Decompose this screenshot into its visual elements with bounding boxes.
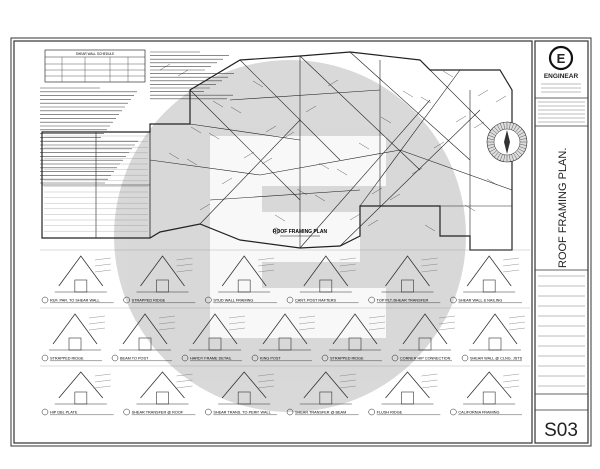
plan-label-text: ROOF FRAMING PLAN xyxy=(273,229,328,235)
detail-details_row3-4: FLUSH RIDGE xyxy=(368,371,441,416)
detail-title: BEAM TO POST xyxy=(120,357,149,361)
detail-title: CALIFORNIA FRAMING xyxy=(458,411,499,415)
firm-logo xyxy=(548,45,574,71)
detail-title: HARDY FRAME DETAIL xyxy=(190,357,232,361)
detail-details_row3-0: HIP DBL PLATE xyxy=(41,371,114,416)
detail-details_row2-4: STRAPPED RIDGE xyxy=(321,313,386,362)
detail-details_row3-1: SHEAR TRANSFER @ ROOF xyxy=(123,371,196,416)
detail-details_row2-6: SHEAR WALL @ CLNG. JSTS xyxy=(461,313,526,362)
detail-title: STRAPPED RIDGE xyxy=(330,357,364,361)
detail-title: SHEAR TRANSFER @ BEAM xyxy=(295,411,346,415)
title-block: E ENGINEAR ROOF FRAMING PLAN. S03 xyxy=(535,45,588,441)
detail-details_row1-4: TOP PLT./SHEAR TRANSFER xyxy=(368,255,441,304)
detail-title: KING POST xyxy=(260,357,281,361)
detail-details_row1-3: CANT. POST RAFTERS xyxy=(286,255,359,304)
detail-title: CANT. POST RAFTERS xyxy=(295,299,337,303)
general-notes: SHEAR WALL SCHEDULE xyxy=(40,49,234,184)
detail-title: SHEAR WALL @ CLNG. JSTS xyxy=(470,357,523,361)
detail-title: FLUSH RIDGE xyxy=(377,411,403,415)
detail-details_row2-1: BEAM TO POST xyxy=(111,313,176,362)
detail-details_row1-5: SHEAR WALL & NAILING xyxy=(450,255,522,304)
sheet-vertical-title: ROOF FRAMING PLAN. xyxy=(557,148,569,268)
detail-title: RUF. PAR. TO SHEAR WALL xyxy=(50,299,100,303)
north-arrow xyxy=(486,121,528,163)
firm-name: ENGINEAR xyxy=(544,73,579,80)
detail-title: TOP PLT./SHEAR TRANSFER xyxy=(377,299,429,303)
detail-details_row1-0: RUF. PAR. TO SHEAR WALL xyxy=(41,255,114,304)
detail-title: STRAPPED RIDGE xyxy=(132,299,166,303)
detail-title: SHEAR TRANS. TO PERP. WALL xyxy=(213,411,270,415)
drawing-border xyxy=(13,40,533,444)
detail-title: STUD WALL FRAMING xyxy=(213,299,253,303)
detail-title: SHEAR WALL & NAILING xyxy=(458,299,502,303)
detail-details_row3-5: CALIFORNIA FRAMING xyxy=(450,371,522,416)
detail-title: SHEAR TRANSFER @ ROOF xyxy=(132,411,184,415)
detail-details_row1-2: STUD WALL FRAMING xyxy=(205,255,277,304)
detail-details_row2-5: CORNER HIP CONNECTION xyxy=(391,313,456,362)
detail-details_row2-0: STRAPPED RIDGE xyxy=(41,313,106,362)
details-grid: RUF. PAR. TO SHEAR WALL STRAPPED RIDGE STU… xyxy=(40,249,530,416)
sheet-border xyxy=(10,37,592,447)
detail-details_row1-1: STRAPPED RIDGE xyxy=(123,255,196,304)
title-block-border xyxy=(534,40,589,444)
sheet-number: S03 xyxy=(544,420,578,441)
plan-label: ROOF FRAMING PLAN xyxy=(272,227,328,237)
detail-title: STRAPPED RIDGE xyxy=(50,357,84,361)
detail-title: CORNER HIP CONNECTION xyxy=(400,357,451,361)
firm-logo-letter: E xyxy=(557,51,566,66)
detail-details_row3-3: SHEAR TRANSFER @ BEAM xyxy=(286,371,359,416)
detail-details_row2-3: KING POST xyxy=(251,313,316,362)
detail-details_row2-2: HARDY FRAME DETAIL xyxy=(181,313,246,362)
detail-title: HIP DBL PLATE xyxy=(50,411,78,415)
detail-details_row3-2: SHEAR TRANS. TO PERP. WALL xyxy=(205,371,277,416)
notes-table-title: SHEAR WALL SCHEDULE xyxy=(76,52,115,56)
